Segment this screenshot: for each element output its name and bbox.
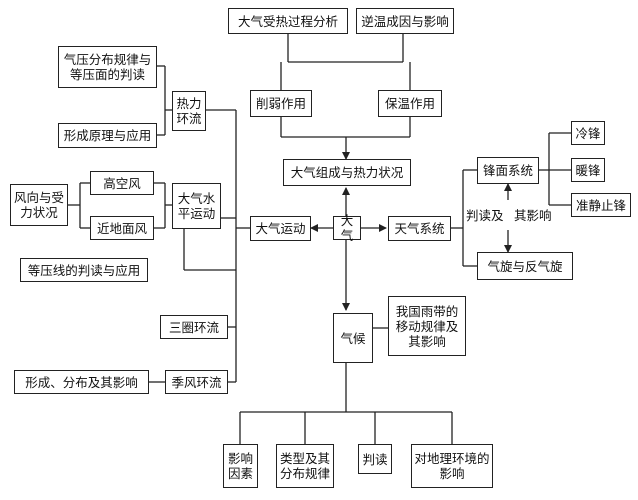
node-lengfeng: 冷锋 xyxy=(571,121,605,145)
node-dq-shuiping: 大气水平运动 xyxy=(172,183,221,229)
node-jindimian: 近地面风 xyxy=(90,216,154,240)
node-dq-zucheng: 大气组成与热力状况 xyxy=(283,159,411,186)
node-xcfb: 形成、分布及其影响 xyxy=(14,370,149,394)
node-xueruo: 削弱作用 xyxy=(250,90,312,117)
node-qiya-guilv: 气压分布规律与等压面的判读 xyxy=(58,46,157,88)
label-qi-yingxiang: 其影响 xyxy=(514,208,552,223)
node-leixing: 类型及其分布规律 xyxy=(276,444,334,488)
node-daqi: 大气 xyxy=(333,213,361,243)
node-daqi-shoure: 大气受热过程分析 xyxy=(228,8,348,34)
node-qixuan: 气旋与反气旋 xyxy=(477,252,573,280)
node-dengyaxian: 等压线的判读与应用 xyxy=(20,258,148,282)
label-pandu-ji: 判读及 xyxy=(466,208,504,223)
node-jifeng: 季风环流 xyxy=(165,370,228,394)
node-zhunjingzhi: 准静止锋 xyxy=(571,193,631,217)
node-yingxiang-yinsu: 影响因素 xyxy=(223,444,258,488)
node-gaokong: 高空风 xyxy=(90,171,154,195)
node-yudai: 我国雨带的移动规律及其影响 xyxy=(388,296,466,356)
node-sanquan: 三圈环流 xyxy=(160,315,228,339)
node-fengxiang: 风向与受力状况 xyxy=(10,184,68,226)
node-dili-huanjing: 对地理环境的影响 xyxy=(411,444,493,488)
node-tianqi: 天气系统 xyxy=(388,216,451,241)
node-reli-huanliu: 热力环流 xyxy=(172,91,206,131)
node-xingcheng-yuanli: 形成原理与应用 xyxy=(58,123,157,148)
node-qihou: 气候 xyxy=(333,313,373,363)
node-dq-yundong: 大气运动 xyxy=(250,216,311,241)
node-pandu: 判读 xyxy=(358,444,392,474)
node-niwen-chengyin: 逆温成因与影响 xyxy=(356,8,454,34)
node-baowen: 保温作用 xyxy=(378,90,442,117)
node-nuanfeng: 暖锋 xyxy=(571,158,605,182)
node-fengmian: 锋面系统 xyxy=(477,157,539,184)
